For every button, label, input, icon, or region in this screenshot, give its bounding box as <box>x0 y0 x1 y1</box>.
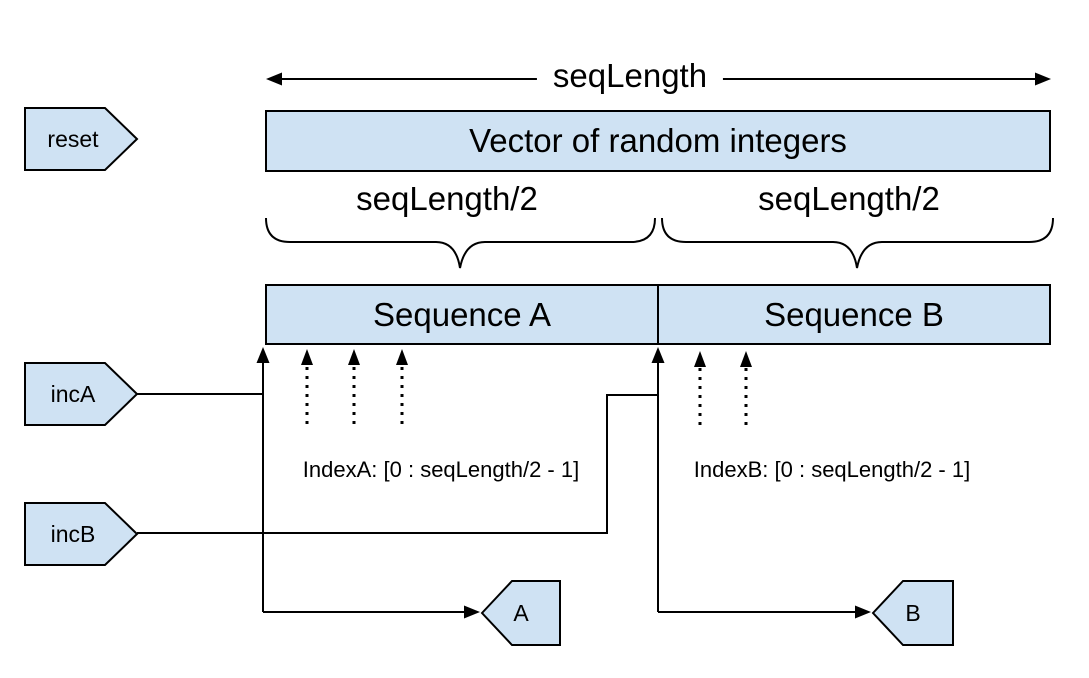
inca-tag-shape <box>24 362 139 426</box>
arrowhead-up-icon <box>256 347 270 363</box>
sequence-b-label: Sequence B <box>764 295 944 333</box>
sequence-a-box: Sequence A <box>265 284 659 345</box>
output-a-tag-shape <box>480 580 561 646</box>
half-right-label: seqLength/2 <box>758 180 940 217</box>
incb-tag-label: incB <box>50 520 96 547</box>
brace-left-icon <box>265 217 656 269</box>
half-left-label: seqLength/2 <box>356 180 538 217</box>
arrowhead-up-icon <box>740 351 752 367</box>
index-b-pointer <box>651 347 665 612</box>
arrowhead-up-icon <box>301 349 313 365</box>
index-a-ghost-arrows <box>301 349 408 424</box>
output-b-wire <box>658 605 871 619</box>
vector-box: Vector of random integers <box>265 110 1051 172</box>
index-a-pointer <box>256 347 270 612</box>
vector-box-label: Vector of random integers <box>469 122 847 159</box>
incb-wire <box>137 394 657 534</box>
reset-tag-label: reset <box>47 125 99 152</box>
arrowhead-right-icon <box>855 605 871 619</box>
index-a-label: IndexA: [0 : seqLength/2 - 1] <box>302 457 580 482</box>
reset-tag-shape <box>24 107 139 171</box>
incb-tag-shape <box>24 502 139 566</box>
index-b-ghost-arrows <box>694 351 752 425</box>
arrowhead-up-icon <box>396 349 408 365</box>
arrowhead-right-icon <box>1035 72 1051 86</box>
output-b-tag-label: B <box>905 599 921 626</box>
arrowhead-right-icon <box>464 605 480 619</box>
arrowhead-up-icon <box>651 347 665 363</box>
output-b-tag-shape <box>871 580 954 646</box>
arrowhead-up-icon <box>348 349 360 365</box>
brace-right-icon <box>661 217 1054 269</box>
output-a-wire <box>263 605 480 619</box>
arrowhead-up-icon <box>694 351 706 367</box>
sequence-a-label: Sequence A <box>373 295 551 333</box>
output-a-tag-label: A <box>513 599 529 626</box>
index-b-label: IndexB: [0 : seqLength/2 - 1] <box>693 457 971 482</box>
sequence-b-box: Sequence B <box>657 284 1051 345</box>
seqlength-title: seqLength <box>536 57 724 95</box>
arrowhead-left-icon <box>266 72 282 86</box>
inca-tag-label: incA <box>50 380 96 407</box>
